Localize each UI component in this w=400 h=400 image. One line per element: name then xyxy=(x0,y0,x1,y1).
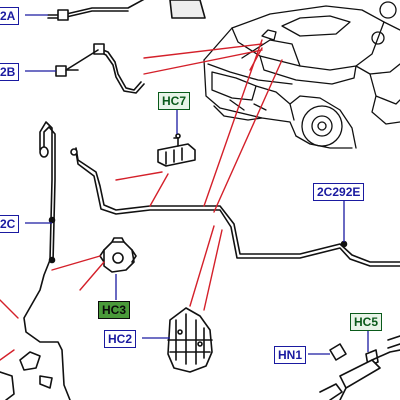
bracket-top xyxy=(169,0,206,19)
callout-hc5[interactable]: HC5 xyxy=(350,313,383,331)
brake-pipe-second xyxy=(97,47,142,91)
clip-hc7 xyxy=(157,143,196,167)
callout-hc7[interactable]: HC7 xyxy=(158,92,191,110)
callout-hc3[interactable]: HC3 xyxy=(98,301,131,319)
clip-hc3 xyxy=(99,237,137,273)
callout-2c[interactable]: 2C xyxy=(0,215,20,233)
valve-hc5 xyxy=(319,335,400,400)
callout-2a[interactable]: 2A xyxy=(0,7,20,25)
callout-2c292e[interactable]: 2C292E xyxy=(313,183,365,201)
vehicle-outline xyxy=(203,1,400,149)
main-brake-pipe xyxy=(23,121,71,400)
leader-lines xyxy=(0,39,283,361)
callout-hc2[interactable]: HC2 xyxy=(104,330,137,348)
callout-2b[interactable]: 2B xyxy=(0,63,20,81)
callout-hn1[interactable]: HN1 xyxy=(274,346,307,364)
clip-hc2 xyxy=(167,307,213,373)
